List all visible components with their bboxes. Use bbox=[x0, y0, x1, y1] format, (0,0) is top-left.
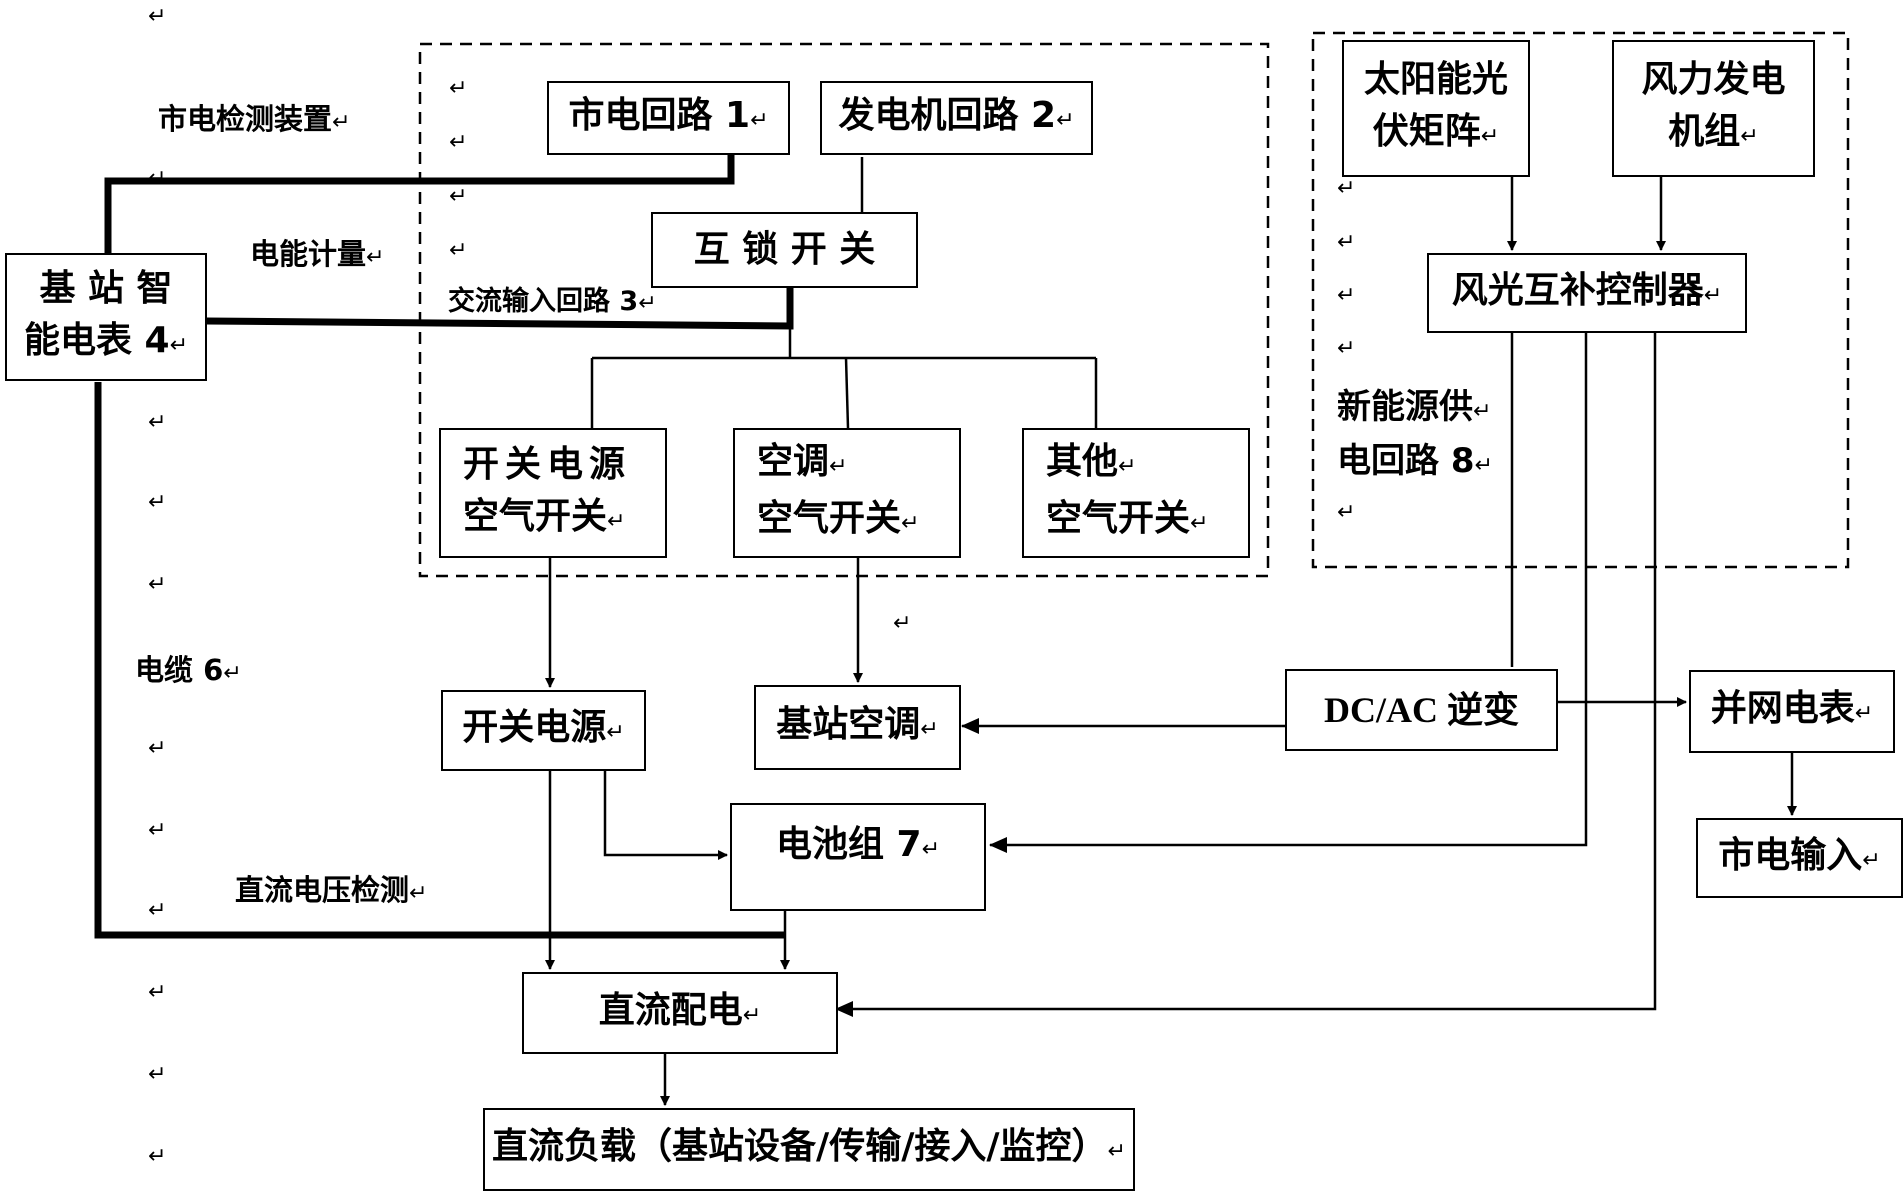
return-mark: ↵ bbox=[148, 572, 167, 597]
smart-meter-box: 基 站 智 能电表 4↵ bbox=[5, 253, 207, 381]
return-mark: ↵ bbox=[148, 410, 167, 435]
branch-to-ac-breaker bbox=[844, 357, 850, 429]
inverter-label: DC/AC 逆变 bbox=[1324, 690, 1519, 730]
hybrid-controller-box: 风光互补控制器↵ bbox=[1427, 253, 1747, 333]
dc-voltage-detect-label: 直流电压检测↵ bbox=[235, 873, 428, 907]
new-energy-region bbox=[1311, 31, 1850, 569]
return-mark: ↵ bbox=[1337, 176, 1356, 201]
interlock-switch-box: 互 锁 开 关 bbox=[651, 212, 918, 288]
ac-input-loop-label: 交流输入回路 3↵ bbox=[448, 286, 657, 317]
interlock-switch-label: 互 锁 开 关 bbox=[693, 229, 876, 270]
dc-voltage-cable bbox=[94, 382, 785, 939]
mains-detect-label: 市电检测装置↵ bbox=[158, 102, 351, 136]
wind-generator-box: 风力发电 机组↵ bbox=[1612, 40, 1815, 177]
return-mark: ↵ bbox=[449, 184, 468, 209]
solar-array-box: 太阳能光 伏矩阵↵ bbox=[1342, 40, 1530, 177]
wind-generator-label-2: 机组↵ bbox=[1668, 111, 1759, 152]
other-breaker-label-1: 其他↵ bbox=[1046, 441, 1137, 482]
return-mark: ↵ bbox=[148, 4, 167, 29]
return-mark: ↵ bbox=[148, 898, 167, 923]
switch-power-breaker-label-2: 空气开关↵ bbox=[463, 495, 626, 537]
return-mark: ↵ bbox=[449, 238, 468, 263]
return-mark: ↵ bbox=[148, 736, 167, 761]
generator-loop-box: 发电机回路 2↵ bbox=[820, 81, 1093, 155]
smart-meter-label-2: 能电表 4↵ bbox=[23, 319, 189, 361]
grid-meter-label: 并网电表↵ bbox=[1710, 688, 1874, 729]
wind-generator-label-1: 风力发电 bbox=[1641, 59, 1786, 100]
ac-input-region bbox=[418, 42, 1270, 578]
new-energy-label-2: 电回路 8↵ bbox=[1337, 441, 1493, 481]
station-ac-label: 基站空调↵ bbox=[776, 704, 939, 745]
switch-power-label: 开关电源↵ bbox=[462, 707, 625, 748]
generator-loop-label: 发电机回路 2↵ bbox=[838, 94, 1075, 136]
return-mark: ↵ bbox=[148, 1062, 167, 1087]
switch-power-breaker-box: 开关电源 空气开关↵ bbox=[439, 428, 667, 558]
return-mark: ↵ bbox=[1337, 500, 1356, 525]
controller-to-battery bbox=[989, 333, 1588, 853]
cable-label: 电缆 6↵ bbox=[135, 653, 242, 687]
mains-loop-box: 市电回路 1↵ bbox=[547, 81, 790, 155]
return-mark: ↵ bbox=[449, 130, 468, 155]
return-mark: ↵ bbox=[148, 818, 167, 843]
ac-breaker-label-1: 空调↵ bbox=[757, 441, 848, 482]
battery-box: 电池组 7↵ bbox=[730, 803, 986, 911]
dc-load-box: 直流负载（基站设备/传输/接入/监控）↵ bbox=[483, 1108, 1135, 1191]
smart-meter-label-1: 基 站 智 bbox=[39, 267, 173, 309]
hybrid-controller-label: 风光互补控制器↵ bbox=[1451, 269, 1723, 311]
switch-power-to-battery bbox=[603, 771, 728, 860]
battery-label: 电池组 7↵ bbox=[775, 824, 941, 865]
solar-array-label-1: 太阳能光 bbox=[1363, 59, 1508, 100]
solar-array-label-2: 伏矩阵↵ bbox=[1372, 111, 1500, 152]
mains-detect-cable bbox=[104, 148, 735, 253]
new-energy-label-1: 新能源供↵ bbox=[1337, 387, 1492, 427]
dc-load-label: 直流负载（基站设备/传输/接入/监控）↵ bbox=[492, 1126, 1126, 1167]
return-mark: ↵ bbox=[1337, 283, 1356, 308]
grid-meter-box: 并网电表↵ bbox=[1689, 670, 1895, 753]
switch-power-box: 开关电源↵ bbox=[441, 690, 646, 771]
other-breaker-box: 其他↵ 空气开关↵ bbox=[1022, 428, 1250, 558]
energy-metering-label: 电能计量↵ bbox=[250, 237, 385, 271]
mains-loop-label: 市电回路 1↵ bbox=[568, 94, 769, 136]
ac-breaker-box: 空调↵ 空气开关↵ bbox=[733, 428, 961, 558]
return-mark: ↵ bbox=[893, 611, 912, 636]
other-breaker-label-2: 空气开关↵ bbox=[1046, 498, 1209, 539]
return-mark: ↵ bbox=[1337, 230, 1356, 255]
controller-to-dc bbox=[835, 333, 1657, 1017]
switch-power-breaker-label-1: 开关电源 bbox=[463, 443, 632, 485]
dc-distribution-label: 直流配电↵ bbox=[598, 989, 762, 1031]
ac-breaker-label-2: 空气开关↵ bbox=[757, 498, 920, 539]
station-ac-box: 基站空调↵ bbox=[754, 685, 961, 770]
inverter-box: DC/AC 逆变 bbox=[1285, 669, 1558, 751]
return-mark: ↵ bbox=[449, 76, 468, 101]
return-mark: ↵ bbox=[148, 490, 167, 515]
mains-input-box: 市电输入↵ bbox=[1696, 818, 1903, 898]
return-mark: ↵ bbox=[148, 1144, 167, 1169]
dc-distribution-box: 直流配电↵ bbox=[522, 972, 838, 1054]
return-mark: ↵ bbox=[1337, 336, 1356, 361]
return-mark: ↵ bbox=[148, 980, 167, 1005]
return-mark: ↵ bbox=[148, 166, 167, 191]
mains-input-label: 市电输入↵ bbox=[1718, 834, 1881, 876]
